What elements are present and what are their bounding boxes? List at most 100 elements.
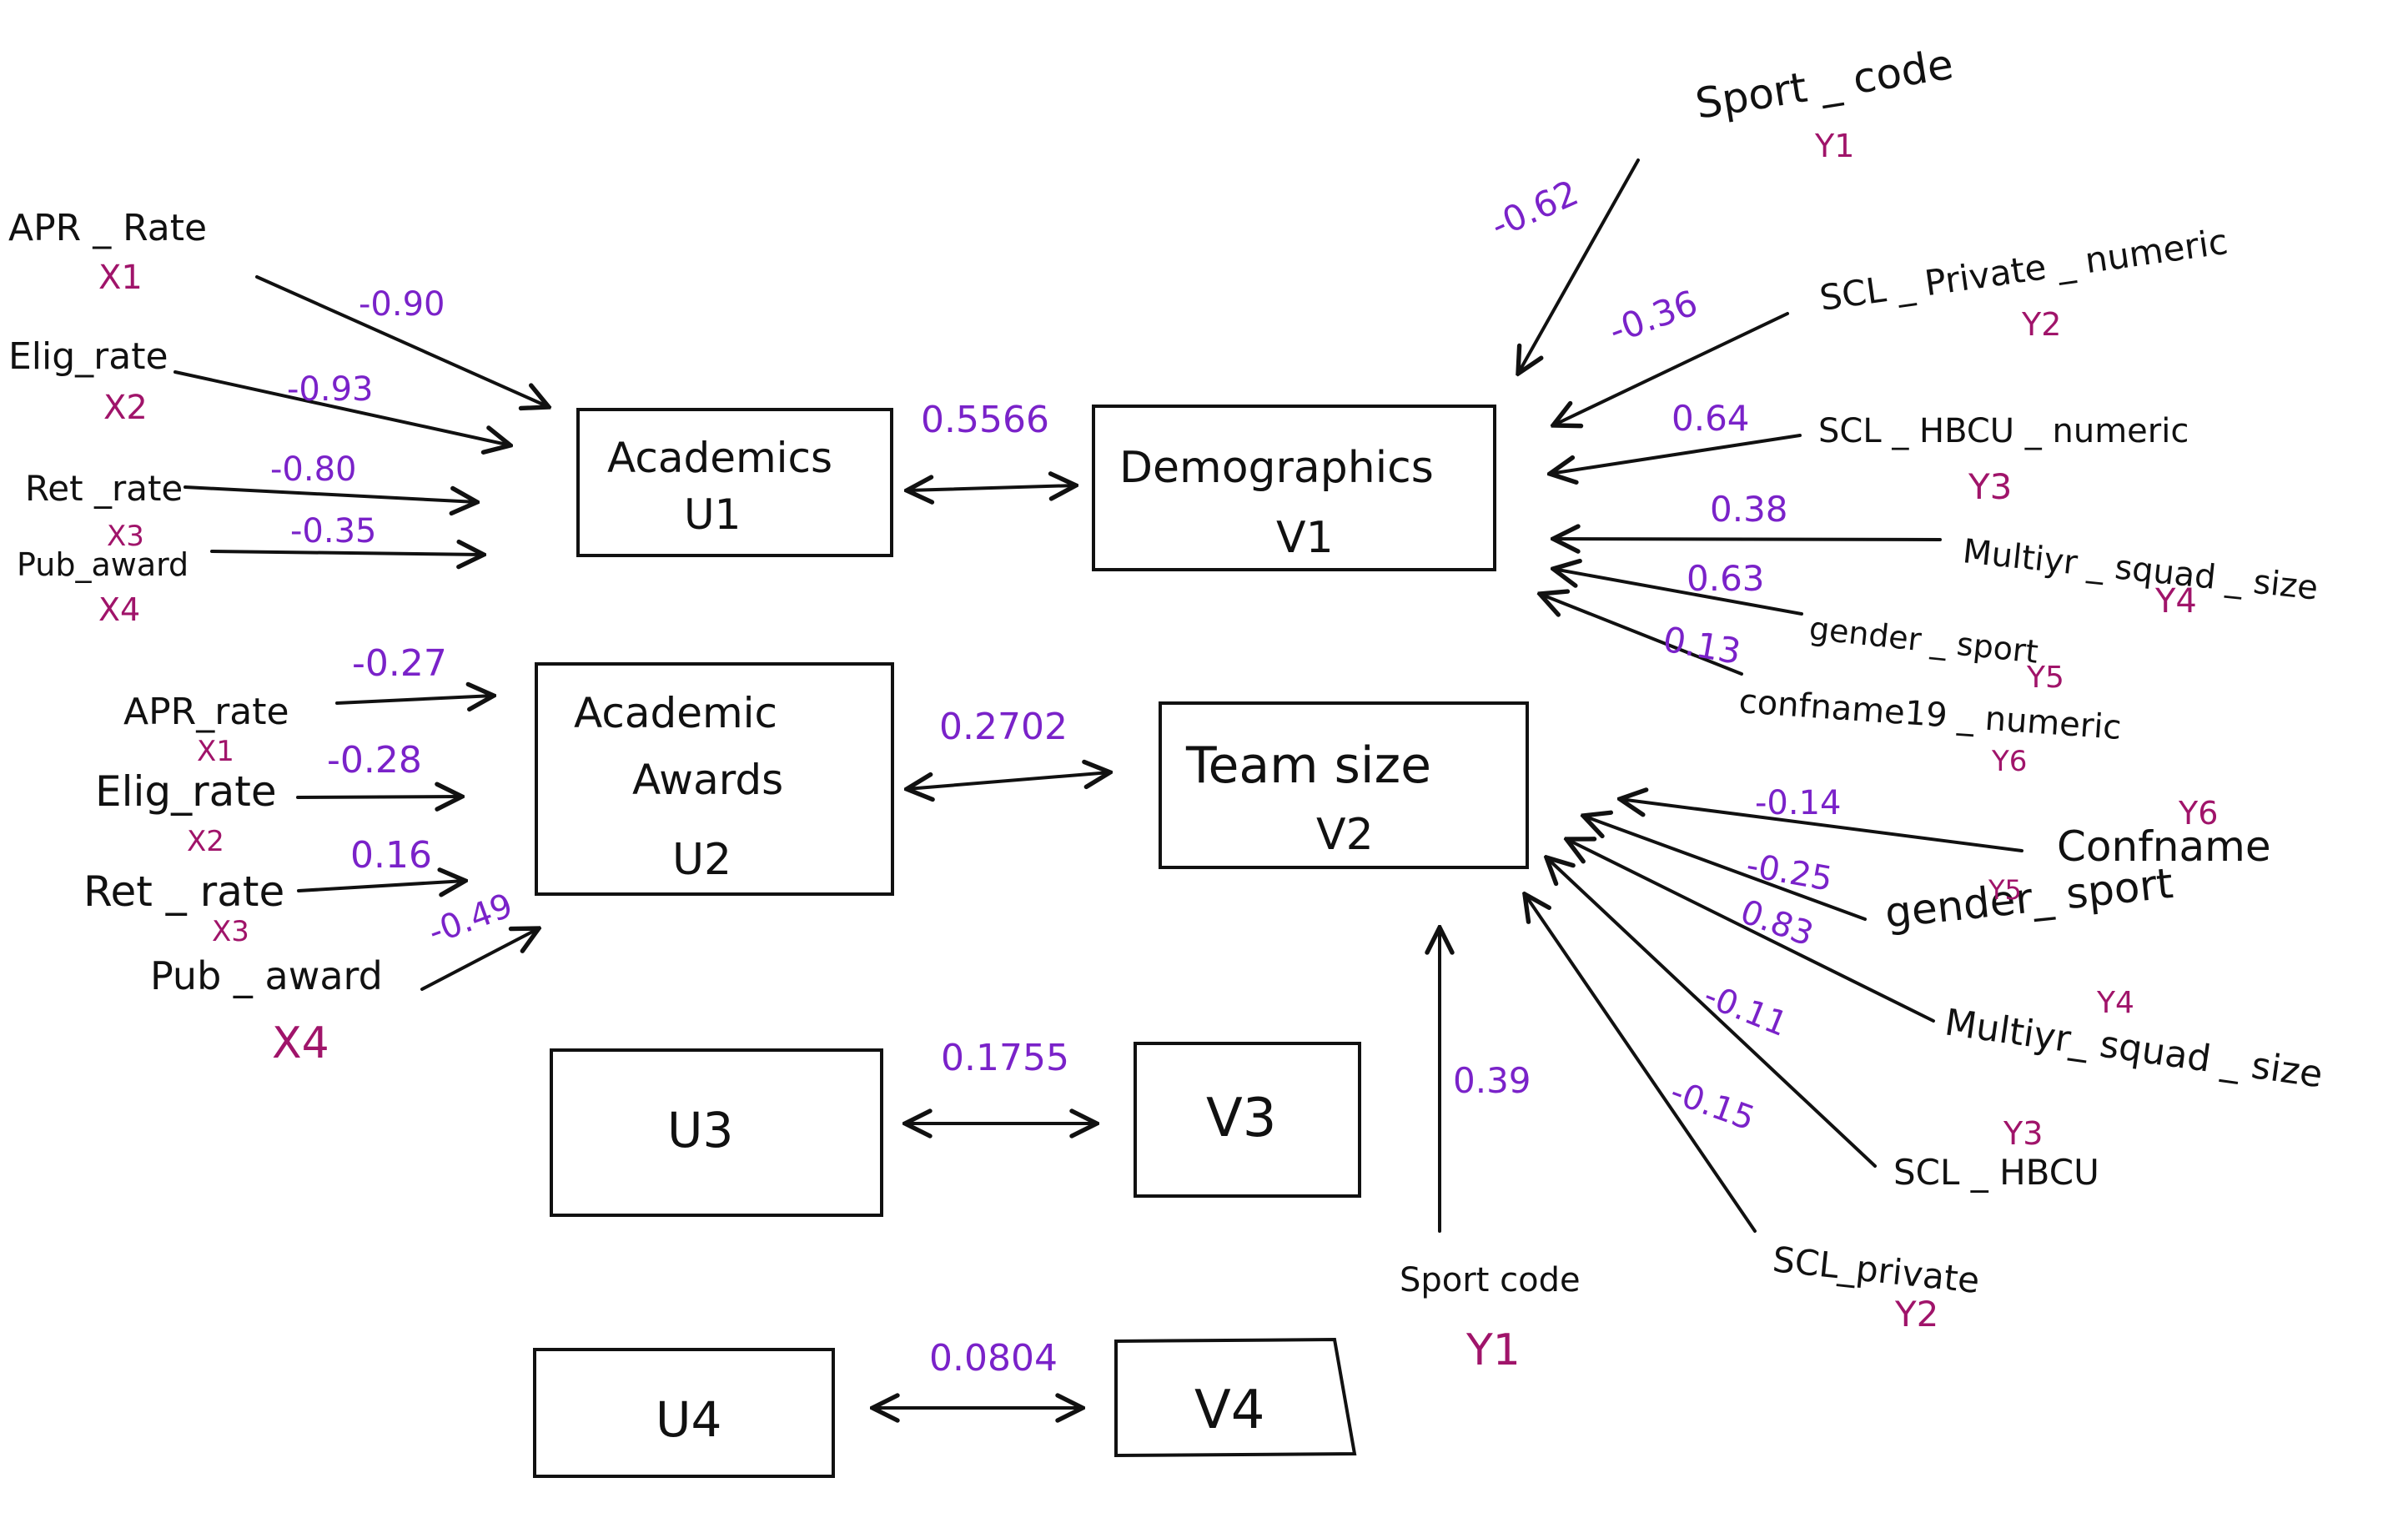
u1-input-x1: APR _ Rate X1 -0.90: [8, 207, 549, 407]
loading-weight: 0.13: [1660, 619, 1744, 672]
double-arrow: [907, 772, 1110, 789]
loading-arrow: [255, 275, 549, 407]
variable-subscript: X2: [103, 389, 148, 427]
correlation-value: 0.5566: [921, 399, 1049, 441]
double-arrow: [907, 485, 1076, 490]
variable-name: Ret _ rate: [83, 867, 284, 916]
correlation-u4-v4: 0.0804: [872, 1337, 1083, 1408]
variable-subscript: Y1: [1465, 1325, 1521, 1375]
v1-input-y5: gender _ sport Y5 0.63: [1553, 558, 2064, 695]
box-v2-variate: V2: [1316, 810, 1374, 860]
box-u2: Academic Awards U2: [535, 662, 894, 896]
loading-arrow: [335, 696, 494, 703]
v1-input-y2: SCL _ Private _ numeric Y2 -0.36: [1553, 221, 2230, 425]
correlation-u1-v1: 0.5566: [907, 399, 1076, 490]
loading-arrow: [420, 928, 539, 991]
u1-input-x3: Ret _rate X3 -0.80: [25, 450, 477, 553]
loading-arrow: [1620, 799, 2023, 852]
box-u3: U3: [550, 1048, 883, 1217]
loading-weight: 0.64: [1672, 398, 1750, 439]
variable-subscript: Y5: [1988, 874, 2022, 906]
loading-arrow: [1540, 594, 1743, 676]
variable-name: gender_ sport: [1883, 859, 2175, 937]
variable-subscript: X1: [197, 735, 234, 768]
v1-input-y1: Sport _ code Y1 -0.62: [1485, 40, 1957, 374]
u2-input-x1: APR_rate X1 -0.27: [123, 642, 494, 768]
v2-input-y4: Multiyr_ squad _ size Y4 0.83: [1566, 839, 2325, 1096]
loading-arrow: [1566, 839, 1935, 1023]
variable-subscript: Y1: [1814, 128, 1854, 164]
variable-name: gender _ sport: [1807, 610, 2040, 671]
v1-input-y3: SCL _ HBCU _ numeric Y3 0.64: [1550, 398, 2189, 507]
loading-weight: -0.15: [1666, 1073, 1760, 1139]
variable-name: Ret _rate: [25, 468, 183, 509]
loading-weight: -0.36: [1604, 282, 1703, 351]
loading-weight: -0.62: [1485, 172, 1584, 246]
variable-name: SCL_private: [1771, 1239, 1982, 1301]
v1-input-y4: Multiyr _ squad _ size Y4 0.38: [1553, 489, 2320, 621]
box-u4-label: U4: [656, 1391, 721, 1448]
box-v1: Demographics V1: [1092, 405, 1496, 571]
variable-subscript: X2: [187, 825, 224, 858]
variable-name: SCL _ Private _ numeric: [1817, 221, 2230, 319]
box-u1-title: Academics: [607, 434, 832, 482]
correlation-value: 0.2702: [939, 706, 1068, 748]
variable-name: Elig_rate: [8, 335, 168, 378]
variable-subscript: Y4: [2096, 986, 2134, 1020]
variable-name: SCL _ HBCU: [1893, 1152, 2099, 1193]
loading-arrow: [1553, 312, 1789, 425]
loading-weight: -0.25: [1743, 847, 1835, 899]
box-u2-title-line1: Academic: [574, 689, 777, 737]
correlation-u3-v3: 0.1755: [905, 1037, 1097, 1123]
u1-input-x4: Pub_award X4 -0.35: [17, 512, 484, 628]
loading-arrow: [1518, 158, 1640, 374]
loading-arrow: [173, 370, 510, 445]
loading-weight: -0.14: [1755, 784, 1842, 822]
box-v1-variate: V1: [1276, 513, 1334, 563]
variable-subscript: X3: [212, 915, 249, 948]
loading-arrow: [1525, 894, 1757, 1233]
variable-name: SCL _ HBCU _ numeric: [1818, 412, 2189, 450]
variable-subscript: Y3: [2003, 1115, 2043, 1152]
correlation-value: 0.0804: [929, 1337, 1058, 1380]
loading-weight: -0.93: [287, 370, 374, 409]
loading-arrow: [210, 551, 484, 555]
variable-subscript: X4: [272, 1018, 329, 1068]
correlation-u2-v2: 0.2702: [907, 706, 1110, 789]
variable-subscript: Y4: [2154, 582, 2197, 621]
loading-arrow: [1553, 569, 1803, 616]
variable-subscript: Y6: [1991, 745, 2027, 778]
loading-arrow: [1550, 434, 1802, 474]
loading-arrow: [1546, 857, 1877, 1168]
loading-weight: 0.38: [1710, 489, 1788, 530]
variable-subscript: X3: [107, 520, 144, 553]
variable-subscript: Y2: [2021, 306, 2061, 343]
loading-weight: -0.35: [290, 512, 377, 550]
variable-subscript: Y5: [2026, 661, 2064, 695]
box-v3-label: V3: [1206, 1088, 1277, 1149]
loading-weight: -0.49: [424, 887, 518, 953]
box-v3: V3: [1134, 1042, 1361, 1198]
variable-subscript: Y2: [1894, 1294, 1938, 1335]
variable-name: confname19 _ numeric: [1737, 682, 2123, 747]
loading-weight: -0.80: [270, 450, 357, 489]
variable-name: Elig_rate: [95, 767, 277, 816]
v2-input-y2: SCL_private Y2 -0.15: [1525, 894, 1982, 1335]
variable-subscript: X1: [98, 259, 143, 297]
variable-subscript: Y6: [2178, 795, 2218, 832]
box-v4: V4: [1114, 1337, 1357, 1458]
box-u4: U4: [533, 1348, 835, 1478]
loading-arrow: [183, 485, 477, 502]
loading-weight: -0.90: [359, 285, 445, 324]
variable-name: Pub_award: [17, 546, 189, 583]
box-v2-title: Team size: [1185, 736, 1431, 795]
loading-arrow: [1583, 816, 1867, 921]
loading-arrow: [1553, 539, 1942, 540]
box-u2-variate: U2: [672, 835, 731, 885]
v2-input-y1: Sport code Y1 0.39: [1400, 927, 1581, 1375]
loading-weight: -0.28: [327, 739, 422, 782]
u2-input-x2: Elig_rate X2 -0.28: [95, 739, 462, 858]
variable-name: Pub _ award: [150, 953, 383, 998]
u1-input-x2: Elig_rate X2 -0.93: [8, 335, 510, 445]
